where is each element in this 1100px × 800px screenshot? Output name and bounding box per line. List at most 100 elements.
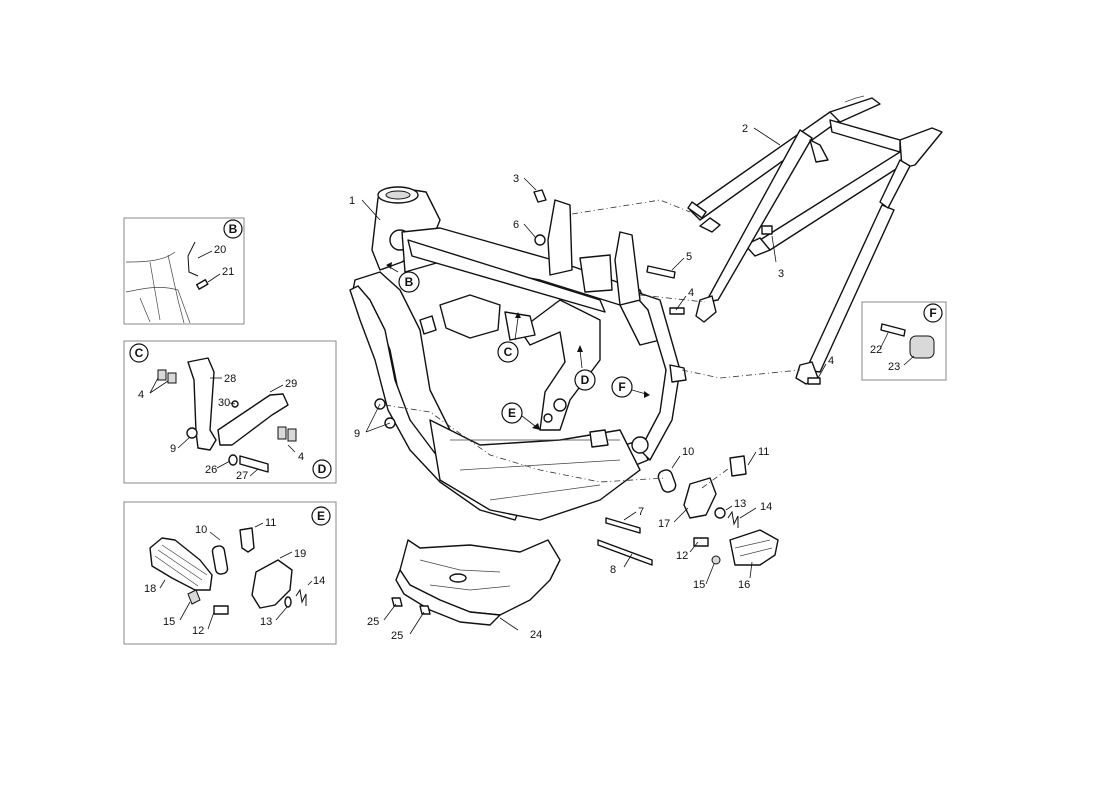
inset-b-frame-tube [125,251,191,324]
bolt-3b-part [761,225,773,235]
view-marker-d: D [574,345,596,391]
callout-28: 28 [224,373,236,385]
footpeg-16-part [729,529,779,566]
leader-20 [197,250,213,259]
callout-9: 9 [354,428,360,440]
leader-e11 [254,522,264,528]
e-callout-11: 11 [265,517,276,529]
e-callout-14: 14 [313,575,325,587]
callout-25b: 25 [391,630,403,642]
bolt-7-part [605,517,641,534]
inset-c: C D 4 28 29 30 9 4 26 27 [123,340,337,484]
callout-1: 1 [349,195,355,207]
leader-29 [269,384,284,393]
bushing-23-part [909,335,935,359]
leader-e12 [207,611,215,630]
wire-clip-part [187,241,199,277]
callout-21: 21 [222,266,234,278]
leader-9 [177,436,191,449]
bolt-8-part [597,539,653,566]
callout-4b: 4 [298,451,304,463]
footpeg-18-part [149,537,213,591]
bolt-3a-part [533,189,547,203]
inset-d-letter-badge [312,459,332,479]
leader-e14 [307,580,313,586]
leader-30 [229,402,236,405]
bolt-part [195,279,209,290]
inset-c-letter-badge [129,343,149,363]
view-marker-b-letter: B [405,275,414,289]
leader-4a [149,377,159,394]
callout-4a: 4 [138,389,144,401]
inset-e-frame [123,501,337,645]
leader-26 [216,460,231,469]
view-marker-d-letter: D [581,373,590,387]
view-marker-c: C [497,312,521,363]
inset-e: E 10 11 19 18 14 15 12 13 [123,501,337,645]
callout-3b: 3 [778,268,784,280]
bolt-4b-part [167,372,177,384]
e-callout-10: 10 [195,524,207,536]
callout-7: 7 [638,506,644,518]
view-marker-b: B [386,262,420,293]
leader-4c [287,444,296,453]
callout-30: 30 [218,397,230,409]
leader-22 [879,332,889,350]
callout-6: 6 [513,219,519,231]
callout-4a: 4 [688,287,694,299]
e-callout-13: 13 [260,616,272,628]
inset-b-letter-badge [223,219,243,239]
washer-13-main-part [714,507,726,519]
bolt-11-main-part [729,455,747,477]
bolt-4a-part [157,369,167,381]
leader-e15 [179,601,191,621]
e-callout-12: 12 [192,625,204,637]
spring-15-part [187,589,201,605]
view-marker-e: E [501,402,540,430]
bolt-5-part [646,265,676,279]
footpeg-assembly-part [657,455,779,566]
nut-6-part [534,234,546,246]
washer-26-part [228,454,238,466]
inset-f-frame [861,301,947,381]
inset-b-frame [123,217,245,325]
inset-f-letter-badge [923,303,943,323]
inset-e-letter-badge [311,506,331,526]
e-callout-15: 15 [163,616,175,628]
leader-4b [149,380,169,394]
washer-13-part [284,596,292,608]
leader-27 [249,468,259,477]
leader-e13 [275,606,288,621]
inset-b-letter: B [229,222,238,236]
callout-16: 16 [738,579,750,591]
bolt-4b-main-part [807,377,821,385]
leader-e19 [279,551,293,559]
callout-12: 12 [676,550,688,562]
callout-2: 2 [742,123,748,135]
inset-f: F 22 23 [861,301,947,381]
callout-22: 22 [870,344,882,356]
spring-14-main-part [727,510,739,528]
callout-27: 27 [236,470,248,482]
bracket-19-part [251,559,293,609]
main-frame-part [349,186,687,521]
callout-17: 17 [658,518,670,530]
pin-10-main-part [657,469,677,493]
bolt-4c-part [277,426,287,440]
bolt-27-part [239,455,269,473]
leader-21 [207,273,221,283]
callout-15: 15 [693,579,705,591]
bolt-22-part [880,323,906,337]
callout-25a: 25 [367,616,379,628]
subframe-part [687,95,943,385]
callout-29: 29 [285,378,297,390]
inset-f-letter: F [929,306,936,320]
callout-24: 24 [530,629,542,641]
callout-3a: 3 [513,173,519,185]
main-callouts: 1 2 3 3 6 5 4 4 9 10 11 13 14 17 12 15 [349,123,834,642]
callout-8: 8 [610,564,616,576]
bolt-11-part [239,527,255,553]
bracket-17-part [683,477,717,519]
view-marker-f: F [611,376,650,398]
spring-14-part [295,588,307,606]
